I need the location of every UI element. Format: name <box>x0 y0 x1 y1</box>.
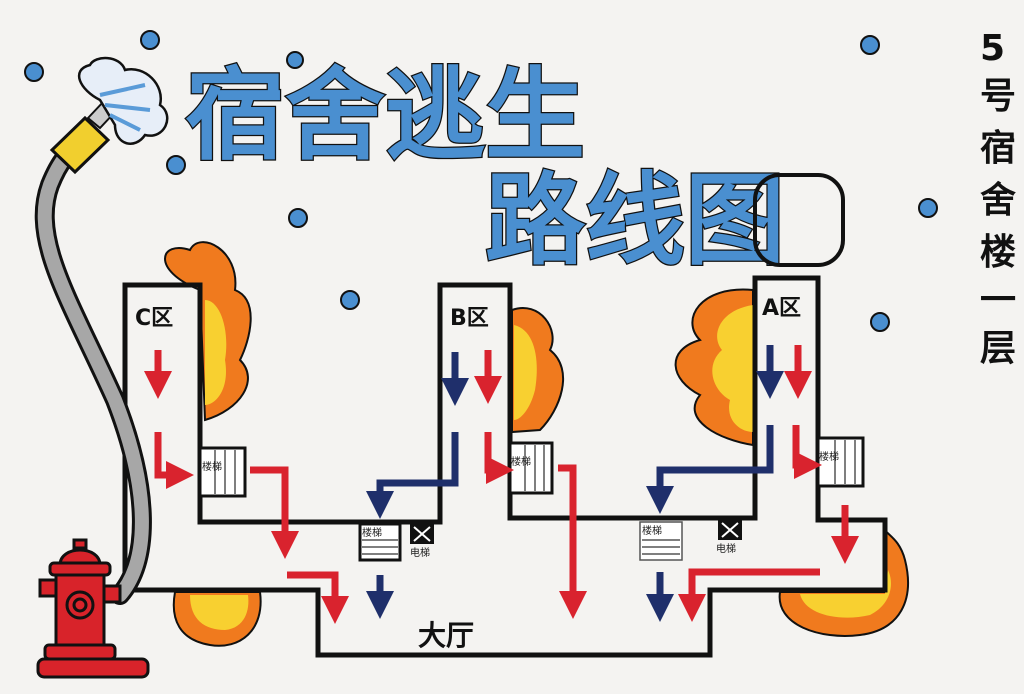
svg-text:楼梯: 楼梯 <box>362 526 382 539</box>
red-arrow <box>484 432 514 484</box>
water-spray-icon <box>78 56 169 145</box>
red-arrow <box>287 571 349 624</box>
elevator-2: 电梯 <box>716 520 742 555</box>
svg-text:楼梯: 楼梯 <box>819 450 839 463</box>
svg-text:电梯: 电梯 <box>716 542 736 555</box>
svg-text:舍: 舍 <box>980 180 1016 221</box>
svg-text:5: 5 <box>980 28 1005 69</box>
poster-title-line2: 路线图 <box>485 162 785 279</box>
blue-arrow <box>366 432 459 519</box>
svg-text:号: 号 <box>980 76 1016 117</box>
zone-b-label: B区 <box>450 306 489 331</box>
zone-a-label: A区 <box>762 296 801 321</box>
zone-c-label: C区 <box>135 306 173 331</box>
svg-text:一: 一 <box>980 280 1016 321</box>
fire-hydrant-icon <box>36 538 150 679</box>
red-arrow <box>558 464 587 619</box>
escape-routes <box>144 345 859 624</box>
decorative-dots <box>24 30 938 332</box>
svg-text:楼梯: 楼梯 <box>511 455 531 468</box>
red-arrow <box>678 568 820 622</box>
title-circle-frame <box>753 173 845 267</box>
building-floor-label: 5 号 宿 舍 楼 一 层 <box>980 28 1016 369</box>
svg-text:层: 层 <box>980 328 1016 369</box>
hall-label: 大厅 <box>418 619 474 652</box>
red-arrow <box>792 425 822 479</box>
svg-text:宿: 宿 <box>980 128 1016 169</box>
fire-icons <box>164 241 909 647</box>
blue-arrow <box>646 425 774 514</box>
stairs-c: 楼梯 <box>198 446 247 498</box>
red-arrow <box>154 432 194 489</box>
building-outline <box>122 275 888 658</box>
red-arrow <box>250 466 299 559</box>
svg-text:楼: 楼 <box>980 232 1016 273</box>
stairs-corridor-2: 楼梯 <box>639 521 683 561</box>
stairs-corridor-1: 楼梯 <box>358 522 402 562</box>
poster-title-line1: 宿舍逃生 <box>185 57 585 174</box>
stairs-b: 楼梯 <box>508 441 554 495</box>
svg-text:楼梯: 楼梯 <box>642 524 662 537</box>
stairs-a: 楼梯 <box>816 436 865 488</box>
svg-text:电梯: 电梯 <box>410 546 430 559</box>
elevator-1: 电梯 <box>410 524 434 559</box>
svg-text:楼梯: 楼梯 <box>202 460 222 473</box>
